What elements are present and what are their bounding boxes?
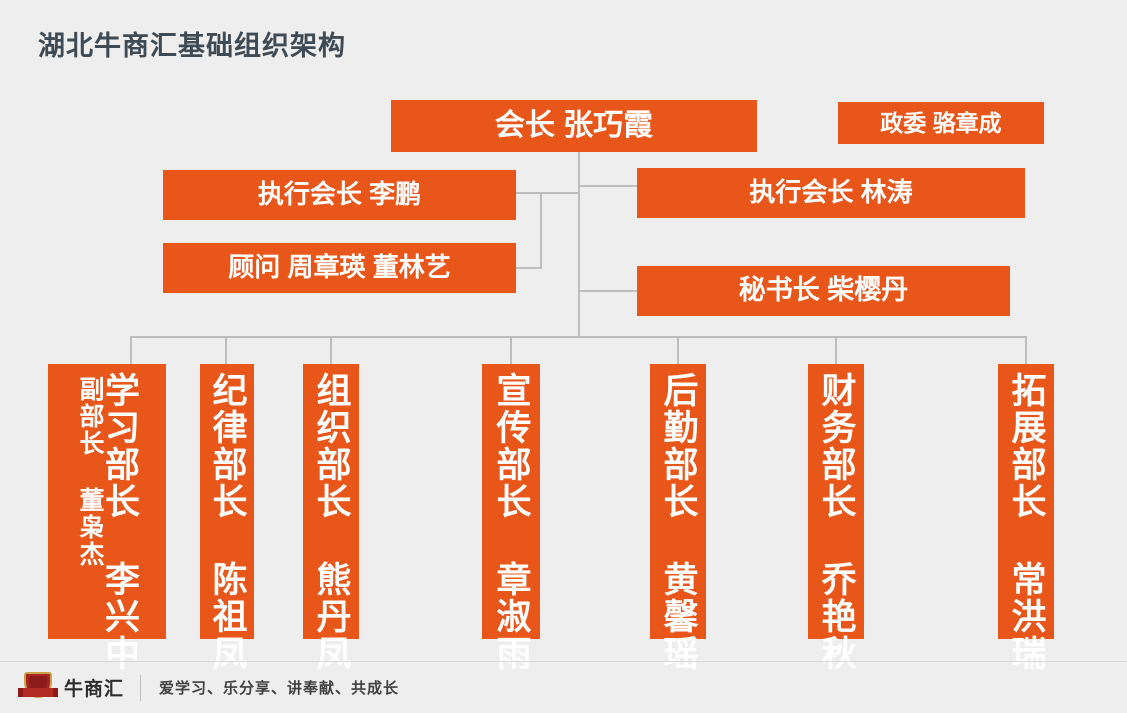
footer-divider: [140, 674, 142, 701]
department-0-main: 学习部长 李兴中: [100, 372, 139, 672]
node-advisors[interactable]: 顾问 周章瑛 董林艺: [163, 243, 516, 293]
node-commissar[interactable]: 政委 骆章成: [838, 102, 1044, 144]
department-2-main: 组织部长 熊丹凤: [311, 372, 351, 672]
connector-drop-dept-0: [130, 336, 132, 364]
connector-drop-dept-1: [225, 336, 227, 364]
connector-drop-dept-6: [1025, 336, 1027, 364]
department-5-main: 财务部长 乔艳秋: [816, 372, 856, 672]
connector-to-exec-chairman-left: [516, 192, 542, 194]
node-exec-chairman-left[interactable]: 执行会长 李鹏: [163, 170, 516, 220]
connector-to-secretary-general: [578, 290, 639, 292]
connector-left-riser: [540, 192, 542, 268]
node-chairman[interactable]: 会长 张巧霞: [391, 100, 757, 152]
department-6-main: 拓展部长 常洪瑞: [1006, 372, 1046, 672]
connector-drop-dept-5: [835, 336, 837, 364]
node-department-5[interactable]: 财务部长 乔艳秋: [808, 364, 864, 672]
connector-spine-vertical: [578, 152, 580, 336]
connector-drop-dept-4: [677, 336, 679, 364]
department-3-main: 宣传部长 章淑雨: [491, 372, 531, 672]
connector-department-bus: [130, 336, 1026, 338]
footer-slogan: 爱学习、乐分享、讲奉献、共成长: [159, 680, 400, 697]
ribbon-shape: [18, 687, 58, 697]
department-0-sub: 副部长 董枭杰: [76, 376, 104, 568]
connector-to-advisors: [516, 267, 542, 269]
department-1-main: 纪律部长 陈祖凤: [207, 372, 247, 672]
footer-bar: 牛商汇 爱学习、乐分享、讲奉献、共成长: [0, 661, 1127, 713]
connector-drop-dept-2: [330, 336, 332, 364]
node-department-4[interactable]: 后勤部长 黄馨瑶: [650, 364, 706, 672]
node-secretary-general[interactable]: 秘书长 柴樱丹: [637, 266, 1010, 316]
node-department-0[interactable]: 学习部长 李兴中 副部长 董枭杰: [48, 364, 166, 672]
department-4-main: 后勤部长 黄馨瑶: [658, 372, 698, 672]
shield-badge-icon: [18, 671, 58, 705]
connector-to-exec-chairman-right: [578, 185, 639, 187]
node-department-6[interactable]: 拓展部长 常洪瑞: [998, 364, 1054, 672]
node-department-1[interactable]: 纪律部长 陈祖凤: [200, 364, 254, 672]
node-department-2[interactable]: 组织部长 熊丹凤: [303, 364, 359, 672]
brand-name: 牛商汇: [64, 679, 125, 700]
node-department-3[interactable]: 宣传部长 章淑雨: [482, 364, 540, 672]
node-exec-chairman-right[interactable]: 执行会长 林涛: [637, 168, 1025, 218]
page-title: 湖北牛商汇基础组织架构: [38, 31, 346, 61]
connector-drop-dept-3: [510, 336, 512, 364]
connector-spine-to-left-riser: [540, 192, 580, 194]
